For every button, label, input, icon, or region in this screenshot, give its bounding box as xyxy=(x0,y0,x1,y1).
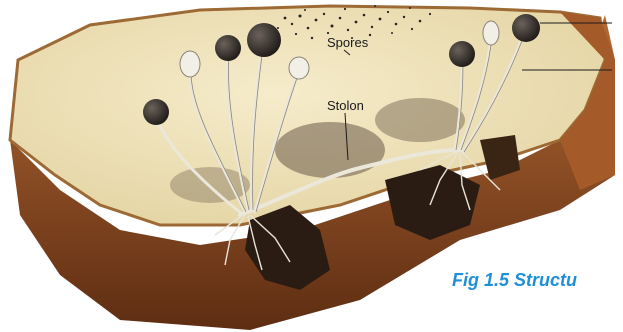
sporangium-black xyxy=(512,14,540,42)
sporangium-black xyxy=(215,35,241,61)
sporangium-white xyxy=(289,57,309,79)
stolon-label: Stolon xyxy=(327,98,364,113)
sporangium-white xyxy=(483,21,499,45)
sporangium-black xyxy=(449,41,475,67)
sporangium-black xyxy=(143,99,169,125)
sporangium-black xyxy=(247,23,281,57)
mould-patch xyxy=(375,98,465,142)
figure-caption: Fig 1.5 Structu xyxy=(452,270,577,291)
spores-label: Spores xyxy=(327,35,368,50)
mould-patch xyxy=(275,122,385,178)
sporangium-white xyxy=(180,51,200,77)
